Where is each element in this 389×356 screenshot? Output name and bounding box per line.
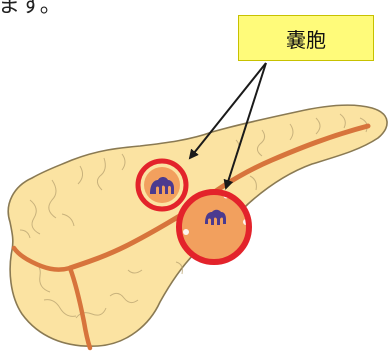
small-cyst xyxy=(138,161,186,209)
large-cyst xyxy=(179,192,251,265)
cyst-label: 嚢胞 xyxy=(238,15,374,61)
